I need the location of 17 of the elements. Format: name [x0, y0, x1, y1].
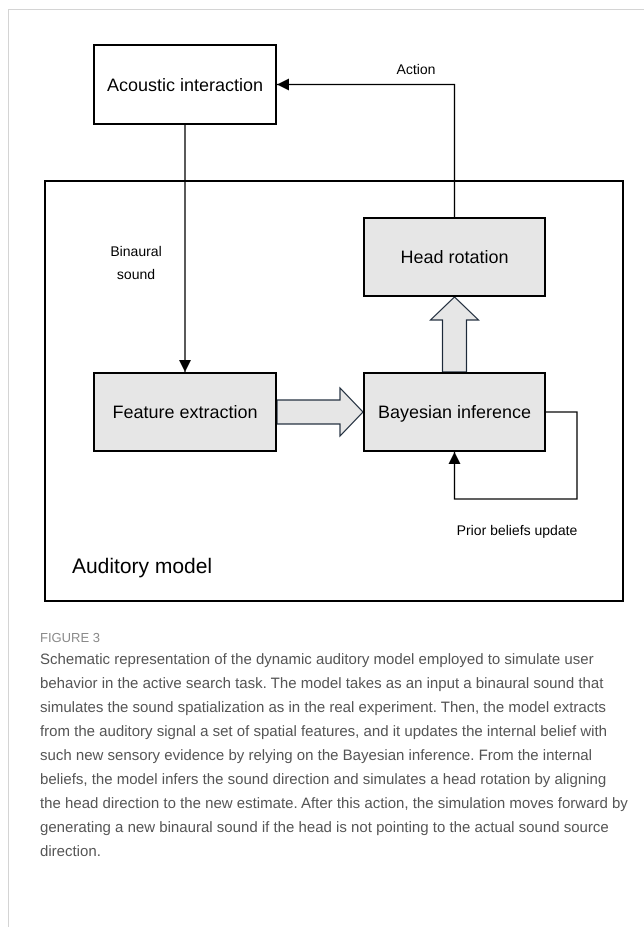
caption: Schematic representation of the dynamic auditory model employed to simulate user behavior in the active search task. The model takes as an input a binaural sound that simulates the sound spatialization as in the real experiment. Then, the model extracts from the auditory signal a set of spatial features, and it updates the internal belief with such new sensory evidence by relying on the Bayesian inference. From the internal beliefs, the model infers the sound direction and simulates a head rotation by aligning the head direction to the new estimate. After this action, the simulation moves forward by generating a new binaural sound if the head is not pointing to the actual sound source direction. [40, 650, 629, 862]
block-arrow [276, 386, 364, 438]
process-box [93, 44, 277, 125]
arrow [179, 125, 191, 372]
process-box [93, 372, 277, 452]
box-label: Acoustic interaction [106, 74, 264, 96]
block-arrow [429, 296, 480, 373]
box-label: Head rotation [399, 246, 510, 269]
group-frame [44, 180, 624, 602]
process-box [363, 372, 546, 452]
box-label: Bayesian inference [376, 401, 532, 424]
box-label: Feature extraction [111, 401, 259, 424]
group-title: Auditory model [72, 554, 212, 580]
figure-label: FIGURE 3 [40, 629, 100, 647]
process-box [363, 217, 546, 297]
arrow [277, 78, 456, 217]
arrow [448, 411, 578, 500]
